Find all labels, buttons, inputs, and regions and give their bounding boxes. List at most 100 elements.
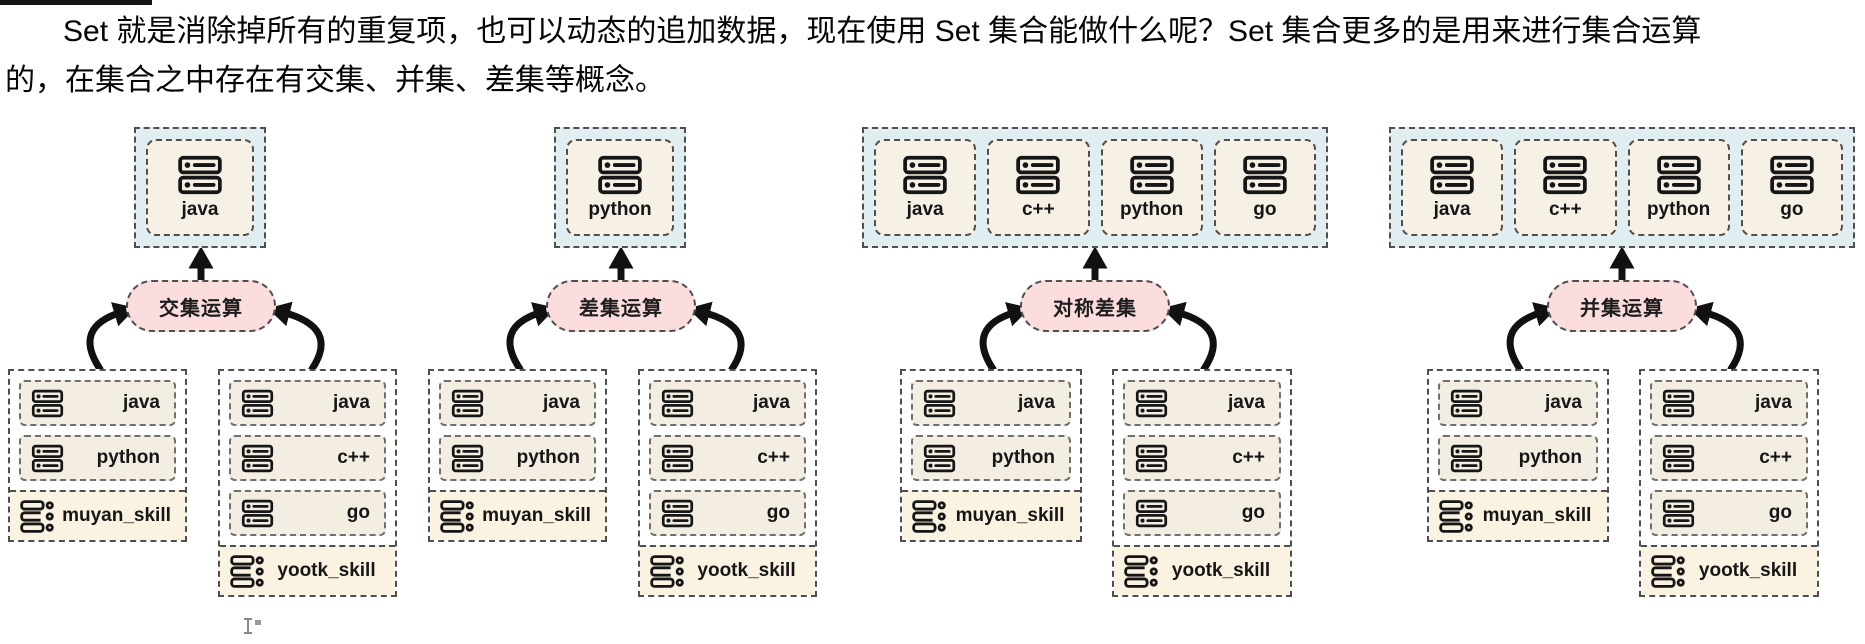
result-item-label: c++: [1021, 198, 1055, 220]
set-item-label: c++: [337, 447, 370, 468]
set-name-label: yootk_skill: [1698, 560, 1798, 581]
set-item-row: c++: [1650, 435, 1808, 481]
set-rows: java c++ go: [1114, 371, 1290, 536]
server-icon: [1430, 155, 1474, 194]
set-operations-figure[interactable]: java 交集运算 java python: [0, 105, 1865, 615]
top-edge-artifact: [0, 0, 152, 5]
server-icon: [661, 499, 694, 527]
set-item-row: go: [1123, 490, 1281, 536]
input-set-left: java python muyan_skill: [1427, 369, 1609, 542]
result-item: java: [146, 139, 254, 236]
result-item-label: c++: [1548, 198, 1582, 220]
result-item-label: python: [1119, 198, 1184, 220]
set-item-label: java: [1228, 392, 1265, 413]
set-item-label: python: [1518, 447, 1582, 468]
collection-icon: [1439, 499, 1473, 533]
set-item-label: c++: [1232, 447, 1265, 468]
result-container: java c++ python: [862, 127, 1328, 248]
result-item: java: [1401, 139, 1504, 236]
set-item-label: go: [346, 502, 370, 523]
set-name-label: yootk_skill: [697, 560, 796, 581]
input-set-right: java c++ go: [1639, 369, 1819, 597]
input-set-left: java python muyan_skill: [8, 369, 187, 542]
set-name-label: muyan_skill: [955, 505, 1065, 526]
set-item-row: java: [229, 380, 386, 426]
set-item-row: java: [19, 380, 176, 426]
set-item-label: c++: [757, 447, 790, 468]
result-item-label: java: [906, 198, 944, 220]
set-item-row: python: [911, 435, 1071, 481]
set-item-row: java: [911, 380, 1071, 426]
paragraph-line-1[interactable]: Set 就是消除掉所有的重复项，也可以动态的追加数据，现在使用 Set 集合能做…: [63, 15, 1702, 48]
set-item-label: java: [123, 392, 160, 413]
set-name-label: muyan_skill: [1482, 505, 1592, 526]
result-item-label: java: [1433, 198, 1471, 220]
result-item: go: [1213, 139, 1316, 236]
collection-icon: [20, 499, 54, 533]
ibeam-shape: [244, 618, 252, 634]
set-item-row: c++: [229, 435, 386, 481]
set-rows: java python: [902, 371, 1080, 481]
input-set-right: java c++ go: [1112, 369, 1292, 597]
set-item-row: python: [1438, 435, 1598, 481]
result-item: python: [1627, 139, 1730, 236]
input-set-left: java python muyan_skill: [900, 369, 1082, 542]
server-icon: [1450, 389, 1483, 417]
input-set-right: java c++ go: [218, 369, 397, 597]
result-item: java: [874, 139, 977, 236]
server-icon: [241, 499, 274, 527]
set-item-label: java: [753, 392, 790, 413]
result-item-label: python: [588, 198, 652, 220]
collection-icon: [440, 499, 474, 533]
set-item-row: java: [439, 380, 596, 426]
set-name-strip: muyan_skill: [430, 490, 605, 540]
server-icon: [1662, 389, 1695, 417]
result-item: python: [566, 139, 674, 236]
result-item: go: [1740, 139, 1843, 236]
set-name-strip: muyan_skill: [10, 490, 185, 540]
server-icon: [31, 444, 64, 472]
server-icon: [451, 444, 484, 472]
result-container: java: [134, 127, 266, 248]
result-item-label: go: [1780, 198, 1804, 220]
set-item-label: python: [96, 447, 160, 468]
set-name-strip: yootk_skill: [1641, 545, 1817, 595]
set-item-label: java: [543, 392, 580, 413]
server-icon: [1135, 389, 1168, 417]
collection-icon: [1651, 554, 1685, 588]
set-rows: java python: [10, 371, 185, 481]
server-icon: [1450, 444, 1483, 472]
collection-icon: [230, 554, 264, 588]
input-set-right: java c++ go: [638, 369, 817, 597]
set-item-label: java: [1755, 392, 1792, 413]
paragraph-mark: [255, 620, 261, 625]
result-container: python: [554, 127, 686, 248]
server-icon: [598, 155, 642, 194]
set-item-label: python: [516, 447, 580, 468]
server-icon: [1543, 155, 1588, 194]
result-item: c++: [987, 139, 1090, 236]
server-icon: [31, 389, 64, 417]
server-icon: [1016, 155, 1061, 194]
server-icon: [178, 155, 222, 194]
set-item-row: go: [1650, 490, 1808, 536]
set-rows: java c++ go: [1641, 371, 1817, 536]
set-item-label: java: [1545, 392, 1582, 413]
set-name-label: yootk_skill: [277, 560, 376, 581]
server-icon: [1135, 444, 1168, 472]
set-item-row: java: [1438, 380, 1598, 426]
input-set-left: java python muyan_skill: [428, 369, 607, 542]
operation-pill: 对称差集: [1020, 280, 1170, 332]
diagram-union: java c++ python: [1385, 105, 1860, 600]
set-item-row: java: [1650, 380, 1808, 426]
server-icon: [241, 444, 274, 472]
server-icon: [903, 155, 947, 194]
set-item-row: python: [439, 435, 596, 481]
set-name-strip: yootk_skill: [640, 545, 815, 595]
set-name-strip: muyan_skill: [1429, 490, 1607, 540]
operation-pill: 交集运算: [126, 280, 276, 332]
set-item-label: python: [991, 447, 1055, 468]
result-item-label: python: [1646, 198, 1711, 220]
paragraph-line-2[interactable]: 的，在集合之中存在有交集、并集、差集等概念。: [5, 64, 665, 97]
